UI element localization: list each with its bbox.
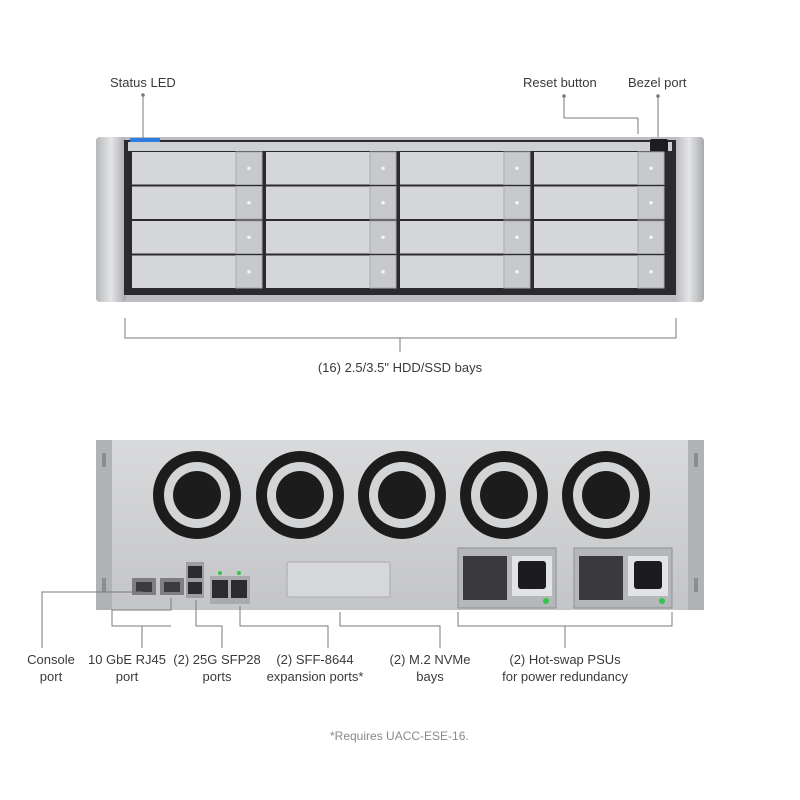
drive-bay[interactable] bbox=[266, 255, 397, 289]
drive-bay[interactable] bbox=[132, 220, 263, 254]
psu-right bbox=[573, 547, 673, 609]
bezel-port bbox=[650, 139, 668, 152]
drive-bay[interactable] bbox=[132, 255, 263, 289]
drive-bay[interactable] bbox=[400, 220, 531, 254]
drive-bay[interactable] bbox=[400, 186, 531, 220]
label-drive-bays: (16) 2.5/3.5" HDD/SSD bays bbox=[317, 360, 483, 375]
label-reset-button: Reset button bbox=[523, 75, 597, 90]
fan bbox=[562, 451, 650, 539]
m2-bay-cover bbox=[286, 561, 391, 598]
drive-bay[interactable] bbox=[266, 151, 397, 185]
rear-callout-lines bbox=[41, 591, 673, 648]
fan bbox=[256, 451, 344, 539]
label-status-led: Status LED bbox=[110, 75, 176, 90]
psu-left bbox=[457, 547, 557, 609]
fan bbox=[153, 451, 241, 539]
right-rack-ear bbox=[674, 137, 704, 302]
drive-bay[interactable] bbox=[534, 255, 665, 289]
drive-bay[interactable] bbox=[132, 186, 263, 220]
footnote: *Requires UACC-ESE-16. bbox=[330, 729, 469, 743]
label-bezel-port: Bezel port bbox=[628, 75, 687, 90]
front-callout-lines bbox=[124, 95, 677, 352]
drive-bay[interactable] bbox=[534, 151, 665, 185]
drive-bay[interactable] bbox=[400, 255, 531, 289]
rear-io bbox=[132, 561, 391, 604]
drive-bay[interactable] bbox=[534, 186, 665, 220]
drive-bay[interactable] bbox=[266, 220, 397, 254]
drive-bay[interactable] bbox=[266, 186, 397, 220]
left-rack-ear bbox=[96, 137, 126, 302]
drive-bay[interactable] bbox=[534, 220, 665, 254]
drive-bay-grid bbox=[132, 151, 665, 289]
fan-row bbox=[153, 451, 650, 539]
fan bbox=[358, 451, 446, 539]
fan bbox=[460, 451, 548, 539]
drive-bay[interactable] bbox=[400, 151, 531, 185]
drive-bay[interactable] bbox=[132, 151, 263, 185]
status-led bbox=[130, 138, 160, 142]
